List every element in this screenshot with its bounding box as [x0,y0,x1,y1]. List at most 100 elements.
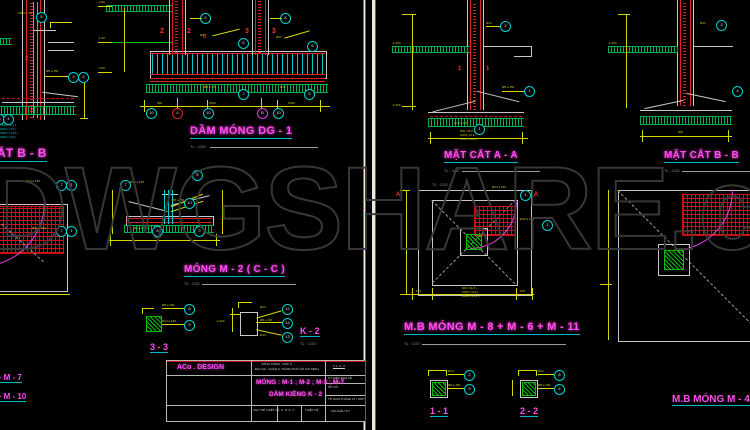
callout-bubble[interactable]: 6 [554,370,565,381]
callout-bubble[interactable]: 1 [474,124,485,135]
design-firm-logo: ACo . DESIGN [177,364,225,371]
view-scale: TL : 1/20 [664,168,680,173]
dimension-value: 1500 [209,101,216,105]
callout-bubble[interactable]: 3 [716,20,727,31]
level-mark: -3.00 [98,66,105,70]
callout-bubble[interactable]: 9 [184,320,195,331]
callout-bubble[interactable]: 7 [238,89,249,100]
right-cell-1: T. L. K. T [333,364,345,368]
title-block[interactable]: ACo . DESIGN CÔNG TRÌNH : NHÀ Ở ĐỊA CHỈ … [166,360,366,422]
callout-bubble[interactable]: 6 [238,38,249,49]
level-mark: -1.000 [392,41,401,45]
view-scale: TL : 1/20 [190,144,206,149]
grid-bubble[interactable]: A [172,108,183,119]
dimension-value: 1200 ( M-11 ) [462,294,480,298]
section-mark: A [534,192,539,198]
callout-bubble[interactable]: 1 [524,86,535,97]
level-mark: -1.000 [216,319,225,323]
callout-bubble[interactable]: 1 [66,226,77,237]
bar-note: 1800 ( N-6 ) [18,11,35,15]
drawing-sheet-left[interactable]: 5 3 4 3 4 2 1800 ( N-6 ) Ø8 a 150 1500 (… [0,0,366,430]
callout-bubble[interactable]: 4 [3,114,14,125]
dimension-value: 150 [520,289,526,293]
level-mark: -1.00 [98,36,105,40]
member-tag: 2 [160,28,164,35]
view-title-mong-m2: MÓNG M - 2 ( C - C ) [184,264,285,277]
callout-bubble[interactable]: 9 [194,226,205,237]
drawing-name-1: MÓNG : M-1 ; M-2 ; M-3 ; M-7 [256,379,345,386]
level-mark: -1.500 [392,103,401,107]
view-scale: TL : 1/20 [432,182,448,187]
callout-bubble[interactable]: 5 [36,12,47,23]
callout-bubble[interactable]: 5 [304,89,315,100]
dimension-value: 900 [678,130,684,134]
callout-bubble[interactable]: 10 [146,108,157,119]
level-mark: -1.000 [608,41,617,45]
callout-bubble[interactable]: 13 [282,332,293,343]
sheet-left-content: 5 3 4 3 4 2 1800 ( N-6 ) Ø8 a 150 1500 (… [0,0,366,430]
right-cell-3: SỐ TỜ : [328,385,340,389]
callout-bubble[interactable]: 10 [184,198,195,209]
view-title-plan-m8-m6-m11: M.B MÓNG M - 8 + M - 6 + M - 11 [404,321,580,335]
footer-cell-2: C. N. K. T [281,408,295,412]
view-title-plan-m3-m7: NG M - 3 + M - 7 [0,373,22,383]
drawing-name-2: DẦM KIỀNG K - 2 [269,391,323,398]
member-tag: 2 [25,56,29,62]
dimension-value: 1500 [288,101,295,105]
callout-bubble[interactable]: 1 [542,220,553,231]
callout-bubble[interactable]: 4 [732,86,743,97]
member-tag: 2 [187,28,191,35]
drawing-sheet-right[interactable]: -1.000 -1.500 2 1 1 Ø14 Ø8 a 150 Ø14 a 1… [372,0,750,430]
callout-bubble[interactable]: 4 [78,72,89,83]
callout-bubble[interactable]: 6 [307,41,318,52]
footer-cell-1: CHỦ TRÌ THIẾT KẾ [253,408,280,412]
section-cut-label: C [203,34,207,40]
dimension-value: 1200 ( M-11 ) [460,137,478,141]
dimension-value: 900 ( M-8 ) [460,129,475,133]
callout-bubble[interactable]: 4 [554,384,565,395]
view-title-detail-2-2: 2 - 2 [520,406,539,417]
callout-bubble[interactable]: 1 [66,180,77,191]
dimension-value: 150 [416,289,422,293]
view-title-detail-k-2: K - 2 [300,326,320,337]
callout-bubble[interactable]: 14 [282,318,293,329]
callout-bubble[interactable]: 12 [282,304,293,315]
callout-bubble[interactable]: 10 [273,108,284,119]
project-header-1: CÔNG TRÌNH : NHÀ Ở [261,362,293,366]
callout-bubble[interactable]: 6 [192,170,203,181]
footer-cell-3: THIẾT KẾ [305,408,319,412]
callout-bubble[interactable]: 2 [500,21,511,32]
view-title-section-b-b-right: MẶT CẮT B - B [664,150,739,163]
callout-bubble[interactable]: 9 [464,384,475,395]
callout-bubble[interactable]: 10 [203,108,214,119]
view-scale: TL : 1/20 [404,341,420,346]
dimension-value: 1800 [154,235,161,239]
bar-note: 2000 ( N-9 ) [0,127,17,131]
member-tag: 3 [245,28,249,35]
sheet-right-content: -1.000 -1.500 2 1 1 Ø14 Ø8 a 150 Ø14 a 1… [372,0,750,430]
callout-bubble[interactable]: 8 [152,226,163,237]
sheet-edge-green-right [363,0,364,430]
callout-bubble[interactable]: 8 [184,304,195,315]
right-cell-4: TP. HCM THÁNG 07 / 2007 [328,397,365,401]
dimension-value: 900 ( M-8 ) [462,286,477,290]
section-cut-label: C [203,84,207,90]
view-title-plan-m9-m10: NG M - 9 + M - 10 [0,392,27,402]
dimension-value: 1000 ( M-6 ) [462,290,479,294]
sheet-edge-orange [365,0,366,430]
callout-bubble[interactable]: 7 [120,180,131,191]
view-title-detail-3-3: 3 - 3 [150,342,169,353]
sheet-edge-orange-left [375,0,376,430]
view-title-plan-m4: M.B MÓNG M - 4 [672,394,750,406]
view-scale: TL : 1/20 [444,168,460,173]
bar-note: Ø10 a 150 [520,217,535,221]
view-scale: TL : 1/20 [300,341,316,346]
callout-bubble[interactable]: 2 [464,370,475,381]
view-scale: TL : 1/20 [184,281,200,286]
callout-bubble[interactable]: 1 [520,190,531,201]
right-cell-2: KÝ HIỆU BẢN VẼ [328,376,352,380]
bar-note: 1500 ( N-10 ) [0,131,18,135]
grid-bubble[interactable]: B [257,108,268,119]
section-mark: A [396,192,401,198]
